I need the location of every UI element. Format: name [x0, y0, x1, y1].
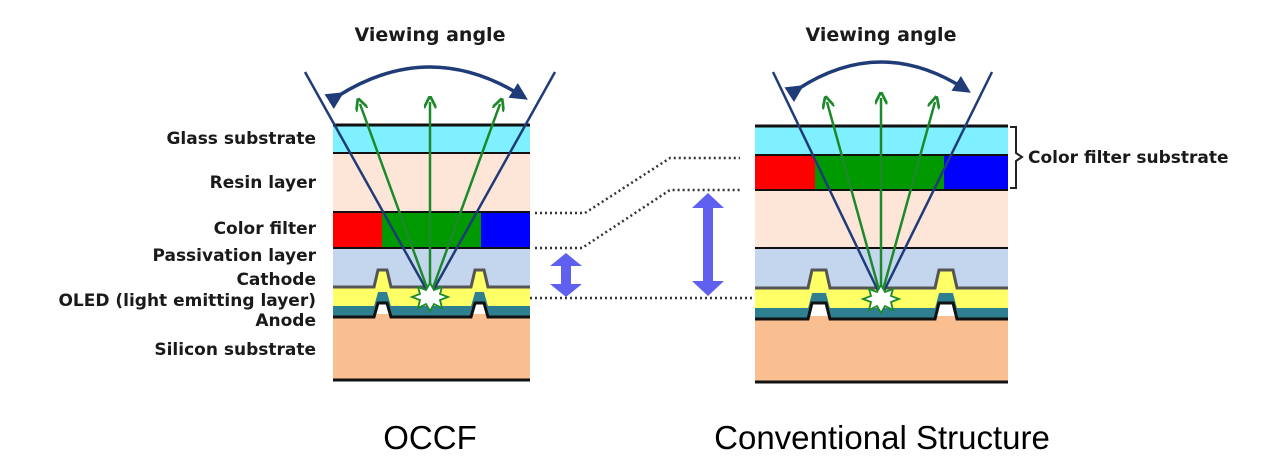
right-caption: Conventional Structure [714, 419, 1050, 456]
color-filter-substrate-label: Color filter substrate [1028, 148, 1229, 168]
color-filter-substrate-bracket [1010, 126, 1024, 189]
conventional-distance-arrow-icon [692, 193, 724, 296]
left-resin-layer [333, 153, 530, 212]
left-light-ray [360, 104, 432, 297]
right-color-filter-green [815, 155, 944, 190]
left-viewing-angle-label: Viewing angle [355, 24, 506, 46]
occf-distance-arrow-icon [550, 253, 582, 297]
right-emission-burst-icon [860, 283, 902, 315]
label-anode: Anode [255, 311, 316, 331]
right-viewing-angle-label: Viewing angle [806, 24, 957, 46]
conventional-structure: Viewing angle Color filter substrate Con… [714, 24, 1228, 456]
left-passivation-layer [333, 248, 530, 288]
left-anode-layer [333, 292, 530, 317]
right-color-filter-red [755, 155, 815, 190]
left-glass-substrate [333, 125, 530, 153]
left-color-filter-blue [481, 212, 530, 248]
right-light-ray [827, 102, 883, 298]
right-viewing-angle-arc [784, 60, 971, 103]
right-light-ray [879, 102, 935, 298]
distance-comparison [530, 156, 755, 300]
left-silicon-substrate [333, 314, 530, 380]
right-silicon-substrate [755, 316, 1008, 382]
occf-structure: Viewing angle Glass substrate Resin laye… [58, 24, 557, 456]
label-glass-substrate: Glass substrate [166, 129, 316, 149]
label-cathode: Cathode [236, 270, 316, 290]
left-sight-line [428, 71, 557, 297]
dotted-guide-cf-top [535, 156, 740, 215]
right-anode-layer [755, 293, 1008, 319]
left-sight-line [303, 71, 432, 297]
right-sight-line [879, 71, 994, 298]
label-resin-layer: Resin layer [210, 173, 317, 193]
label-passivation-layer: Passivation layer [152, 246, 316, 266]
label-color-filter: Color filter [214, 219, 317, 239]
right-anode-line [755, 301, 1008, 321]
right-sight-line [771, 71, 883, 298]
left-viewing-angle-arc [324, 65, 528, 109]
right-color-filter-blue [944, 155, 1008, 190]
left-caption: OCCF [383, 419, 477, 456]
left-anode-line [333, 301, 530, 319]
left-light-ray [428, 104, 500, 297]
left-color-filter-red [333, 212, 382, 248]
label-oled-layer: OLED (light emitting layer) [58, 291, 316, 311]
label-silicon-substrate: Silicon substrate [154, 340, 316, 360]
left-emission-burst-icon [409, 281, 451, 313]
